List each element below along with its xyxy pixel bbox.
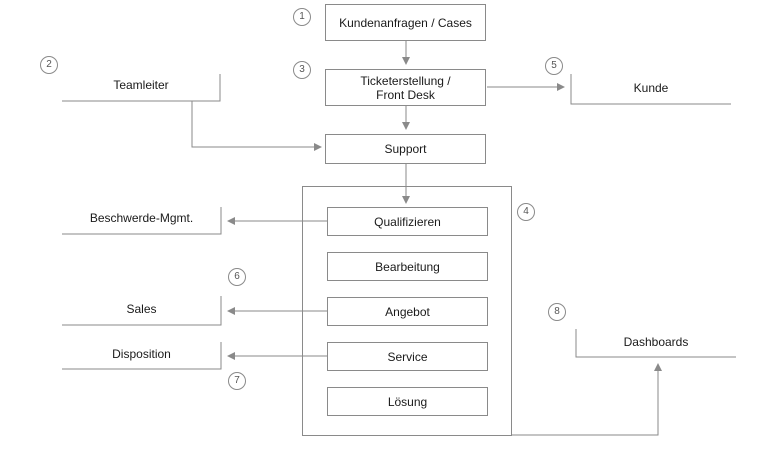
angebot-label: Angebot — [385, 304, 430, 319]
dashboards-label: Dashboards — [623, 335, 689, 349]
disposition-bracket — [62, 342, 222, 370]
marker-2: 2 — [40, 56, 58, 74]
dashboards-bracket — [575, 329, 736, 358]
ticket-label-line1: Ticketerstellung / — [360, 73, 451, 88]
beschwerde-label: Beschwerde-Mgmt. — [89, 211, 194, 225]
cases-node: Kundenanfragen / Cases — [325, 4, 486, 41]
marker-4: 4 — [517, 203, 535, 221]
teamleiter-bracket — [62, 74, 221, 102]
loesung-node: Lösung — [327, 387, 488, 416]
marker-3: 3 — [293, 61, 311, 79]
arrow-teamleiter-to-support — [191, 101, 322, 151]
support-label: Support — [384, 142, 427, 156]
angebot-node: Angebot — [327, 297, 488, 326]
beschwerde-bracket — [62, 207, 222, 235]
arrow-process-to-dashboards — [511, 363, 662, 436]
sales-bracket — [62, 296, 222, 326]
kunde-label: Kunde — [633, 81, 669, 95]
ticket-label-line2: Front Desk — [376, 87, 435, 102]
bearbeitung-label: Bearbeitung — [375, 259, 440, 274]
marker-1: 1 — [293, 8, 311, 26]
sales-label: Sales — [126, 302, 157, 316]
marker-8: 8 — [548, 303, 566, 321]
marker-5: 5 — [545, 57, 563, 75]
marker-6: 6 — [228, 268, 246, 286]
service-node: Service — [327, 342, 488, 371]
qualifizieren-node: Qualifizieren — [327, 207, 488, 236]
bearbeitung-node: Bearbeitung — [327, 252, 488, 281]
cases-label: Kundenanfragen / Cases — [339, 15, 472, 30]
loesung-label: Lösung — [387, 394, 428, 409]
qualifizieren-label: Qualifizieren — [374, 214, 441, 229]
process-frame — [302, 186, 512, 436]
disposition-label: Disposition — [112, 347, 171, 361]
ticket-node: Ticketerstellung / Front Desk — [325, 69, 486, 106]
marker-7: 7 — [228, 372, 246, 390]
teamleiter-label: Teamleiter — [113, 78, 169, 92]
service-label: Service — [387, 349, 428, 364]
kunde-bracket — [570, 74, 731, 105]
support-node: Support — [325, 134, 486, 164]
